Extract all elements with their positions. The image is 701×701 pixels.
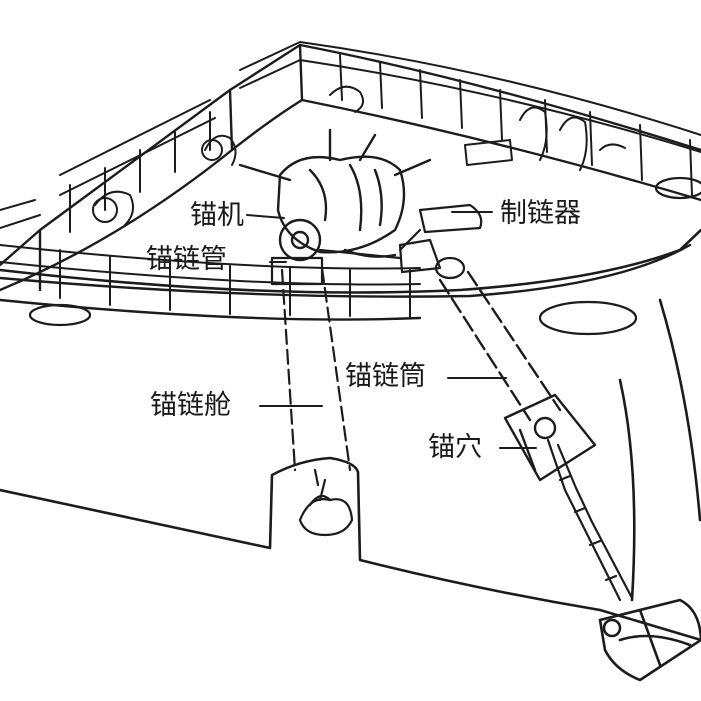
portholes [28,176,701,336]
label-anchor-pocket: 锚穴 [428,432,482,463]
label-hawse-pipe-deck: 锚链管 [146,244,227,275]
label-windlass: 锚机 [190,200,244,231]
label-chain-stopper: 制链器 [500,198,581,229]
leader-lines [246,211,537,449]
hawse-pipe-diagonal [438,270,562,422]
hull [0,228,701,642]
chain-pipe-to-locker [280,266,352,472]
anchor-chain [546,438,634,602]
windlass [238,128,432,262]
anchor [598,598,701,682]
anchor-pocket [503,393,597,482]
deck-fittings [92,85,626,226]
railings [0,41,701,319]
label-hawse-pipe: 锚链筒 [345,361,426,392]
chain-stopper [318,203,483,280]
label-chain-locker: 锚链舱 [150,390,231,421]
chain-locker-pile [298,468,354,537]
